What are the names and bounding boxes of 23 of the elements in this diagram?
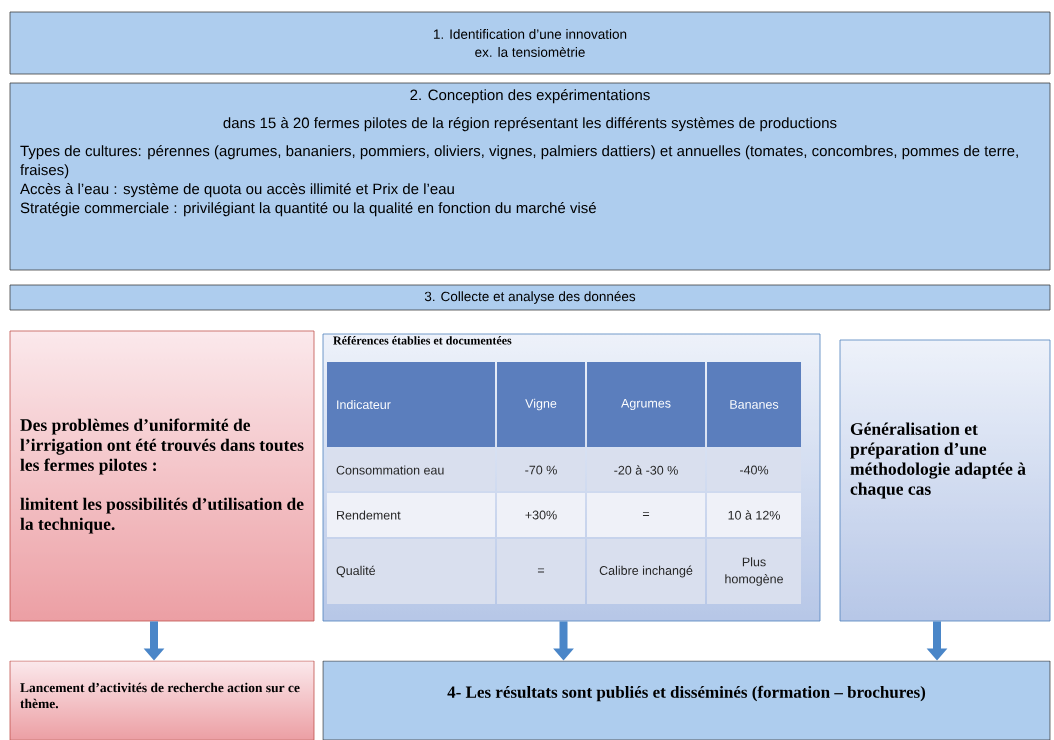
result-panel: Généralisation et préparation d’une méthodologie adaptée à chaque cas xyxy=(839,339,1051,622)
table-cell: Qualité xyxy=(327,539,495,604)
table-cell: = xyxy=(497,539,585,604)
table-cell: Calibre inchangé xyxy=(587,539,705,604)
step-box: 2. Conception des expérimentations dans 15 à 20 fermes pilotes de la région représentant les différents systèmes de productions Types de cultures: pérennes (agrumes, bananiers, pommiers, oliviers, vignes, palmiers dattiers) et annuelles (tomates, concombres, pommes de terre, fraises) Accès à l’eau : système de quota ou accès illimité et Prix de l’eau Stratégie commerciale : privilégiant la quantité ou la qualité en fonction du marché visé xyxy=(9,82,1051,271)
table-header-cell: Vigne xyxy=(497,362,585,447)
table-header-cell: Indicateur xyxy=(327,362,495,447)
table-cell: Consommation eau xyxy=(327,449,495,491)
table-header-cell: Bananes xyxy=(707,362,801,447)
table-cell: -70 % xyxy=(497,449,585,491)
table-cell: +30% xyxy=(497,493,585,537)
table-cell: -20 à -30 % xyxy=(587,449,705,491)
table-header-cell: Agrumes xyxy=(587,362,705,447)
step-box: 1. Identification d’une innovation ex. la tensiomètrie xyxy=(9,11,1051,75)
step-box: 4- Les résultats sont publiés et disséminés (formation – brochures) xyxy=(322,660,1051,740)
table-cell: = xyxy=(587,493,705,537)
table-cell: Plus homogène xyxy=(707,539,801,604)
table-cell: Rendement xyxy=(327,493,495,537)
problem-box: Lancement d’activités de recherche action sur ce thème. xyxy=(9,660,315,740)
table-cell: 10 à 12% xyxy=(707,493,801,537)
step-box: 3. Collecte et analyse des données xyxy=(9,284,1051,311)
table-cell: -40% xyxy=(707,449,801,491)
problem-box: Des problèmes d’uniformité de l’irrigation ont été trouvés dans toutes les fermes pilotes : limitent les possibilités d’utilisation de la technique. xyxy=(9,330,315,622)
